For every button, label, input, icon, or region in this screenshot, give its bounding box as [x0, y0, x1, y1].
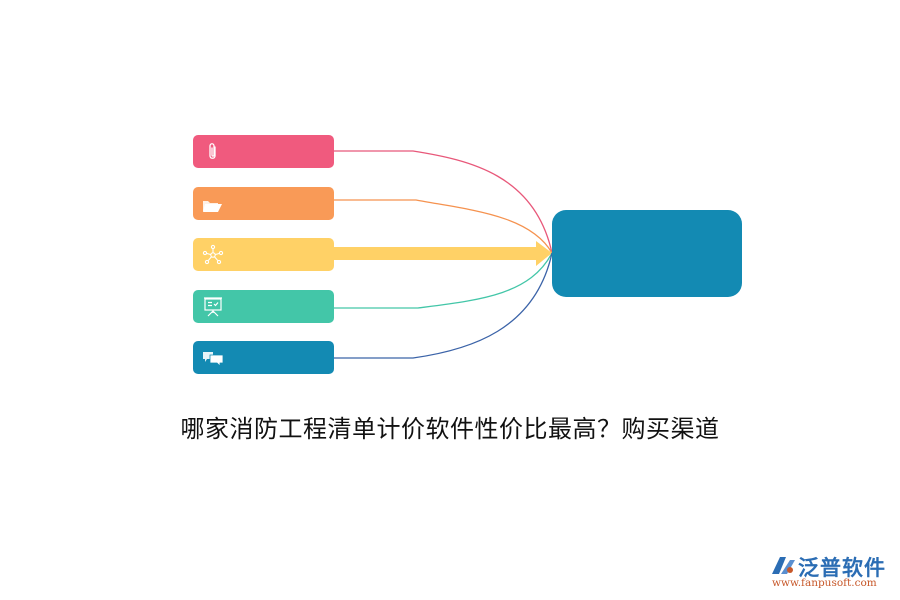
target-node[interactable] — [552, 210, 742, 297]
page-title: 哪家消防工程清单计价软件性价比最高？购买渠道 — [180, 415, 720, 443]
network-icon — [202, 244, 224, 265]
paperclip-icon — [209, 143, 216, 159]
source-node-presentation[interactable] — [193, 290, 334, 323]
folder-open-icon — [203, 201, 222, 212]
fanpu-logo-icon — [772, 557, 795, 574]
source-node-attachment[interactable] — [193, 135, 334, 168]
watermark-url: www.fanpusoft.com — [772, 577, 877, 589]
chat-bubbles-icon — [203, 352, 224, 367]
source-node-chat[interactable] — [193, 341, 334, 374]
watermark-brand: 泛普软件 — [798, 556, 886, 580]
source-node-network[interactable] — [193, 238, 334, 271]
watermark-logo: 泛普软件 www.fanpusoft.com — [770, 552, 895, 592]
source-node-folder[interactable] — [193, 187, 334, 220]
presentation-board-icon — [204, 297, 222, 317]
